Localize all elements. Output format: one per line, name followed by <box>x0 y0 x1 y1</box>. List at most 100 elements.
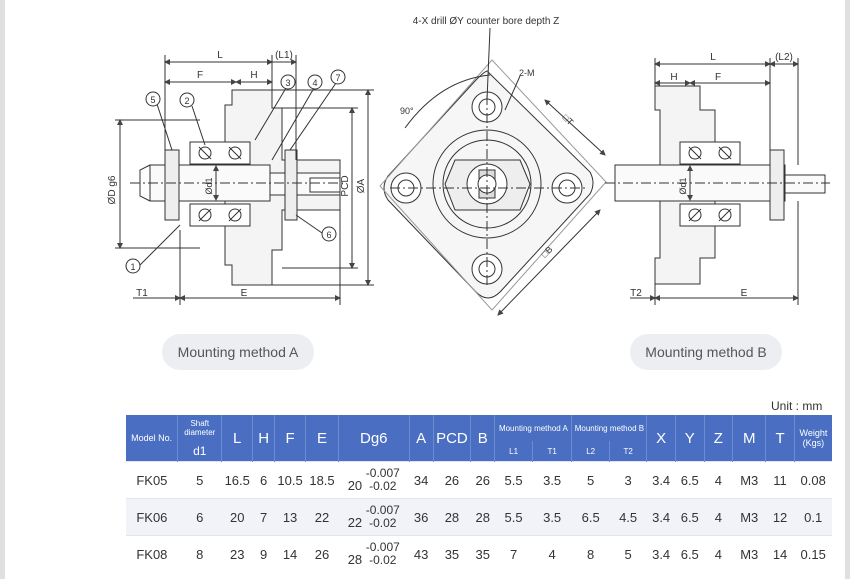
cell-B: 35 <box>470 535 495 572</box>
cell-PCD: 35 <box>433 535 471 572</box>
cell-L1: 7 <box>494 535 533 572</box>
cell-weight: 0.08 <box>794 461 832 499</box>
technical-drawing: L (L1) F H E T1 ØD g6 Ød1 PCD ØA 5 2 3 4… <box>107 16 830 316</box>
left-view-labels: L (L1) F H E T1 ØD g6 Ød1 PCD ØA 5 2 3 4… <box>107 50 367 299</box>
angle-90: 90° <box>400 106 414 116</box>
cell-tolerance: -0.007 -0.02 <box>366 467 400 493</box>
cell-T: 11 <box>765 461 795 499</box>
cell-F: 14 <box>274 535 306 572</box>
cell-X: 3.4 <box>646 535 676 572</box>
cell-M: M3 <box>732 498 766 536</box>
dim-d1-right: Ød1 <box>678 177 688 194</box>
header-L2: L2 <box>571 441 610 462</box>
label-2-M: 2-M <box>519 68 535 78</box>
spec-table: Model No. Shaft diameter L H F E Dg6 A P… <box>126 415 832 572</box>
cell-PCD: 26 <box>433 461 471 499</box>
balloon-4: 4 <box>312 78 317 88</box>
cell-E: 18.5 <box>305 461 339 499</box>
cell-Y: 6.5 <box>675 498 705 536</box>
dim-PCD-left: PCD <box>340 175 351 196</box>
cell-D: 20 <box>347 478 363 493</box>
header-T1: T1 <box>531 441 572 462</box>
cell-L: 23 <box>221 535 253 572</box>
right-view-labels: L (L2) H F E T2 Ød1 <box>630 52 793 299</box>
dim-F-right: F <box>715 72 721 83</box>
header-Z: Z <box>703 415 733 462</box>
cell-M: M3 <box>732 461 766 499</box>
cell-T: 12 <box>765 498 795 536</box>
cell-dg6: 20 -0.007 -0.02 <box>338 461 409 499</box>
cell-T2: 4.5 <box>609 498 647 536</box>
header-mount-a: Mounting method A <box>494 415 572 441</box>
cell-H: 9 <box>252 535 275 572</box>
cell-d1: 8 <box>177 535 222 572</box>
cell-model: FK06 <box>126 498 178 536</box>
cell-dg6: 22 -0.007 -0.02 <box>338 498 409 536</box>
cell-M: M3 <box>732 535 766 572</box>
cell-D: 28 <box>347 552 363 567</box>
header-mount-b: Mounting method B <box>571 415 647 441</box>
dim-T2-right: T2 <box>630 288 642 299</box>
header-L1: L1 <box>494 441 533 462</box>
cell-F: 13 <box>274 498 306 536</box>
cell-B: 26 <box>470 461 495 499</box>
cell-PCD: 28 <box>433 498 471 536</box>
header-T2: T2 <box>608 441 647 462</box>
header-dg6: Dg6 <box>338 415 409 462</box>
header-A: A <box>408 415 434 462</box>
cell-d1: 5 <box>177 461 222 499</box>
unit-label: Unit : mm <box>771 399 823 413</box>
cell-E: 26 <box>305 535 339 572</box>
dim-d1-left: Ød1 <box>204 177 214 194</box>
cell-T: 14 <box>765 535 795 572</box>
tol-upper: -0.007 <box>365 466 400 480</box>
dim-E-right: E <box>741 288 748 299</box>
cell-d1: 6 <box>177 498 222 536</box>
header-X: X <box>646 415 676 462</box>
cell-Z: 4 <box>704 498 733 536</box>
header-d1: d1 <box>177 441 222 462</box>
dim-E-left: E <box>241 288 248 299</box>
frame-right <box>845 0 850 579</box>
cell-model: FK05 <box>126 461 178 499</box>
balloon-3: 3 <box>285 78 290 88</box>
header-L: L <box>221 415 253 462</box>
header-shaft: Shaft diameter <box>177 415 222 441</box>
balloon-1: 1 <box>130 262 135 272</box>
dim-A-left: ØA <box>356 178 367 193</box>
table-row-fk08: FK08 8 23 9 14 26 28 -0.007 -0.02 43 35 … <box>126 535 832 572</box>
cell-L2: 8 <box>571 535 610 572</box>
cell-tolerance: -0.007 -0.02 <box>366 504 400 530</box>
tol-upper: -0.007 <box>365 540 400 554</box>
cell-model: FK08 <box>126 535 178 572</box>
dim-D-left: ØD g6 <box>107 175 118 204</box>
header-H: H <box>252 415 275 462</box>
balloon-2: 2 <box>184 96 189 106</box>
cell-L1: 5.5 <box>494 461 533 499</box>
cell-L: 16.5 <box>221 461 253 499</box>
cell-H: 7 <box>252 498 275 536</box>
cell-T2: 3 <box>609 461 647 499</box>
cell-L2: 5 <box>571 461 610 499</box>
mounting-method-a-label: Mounting method A <box>162 334 314 370</box>
cell-Z: 4 <box>704 535 733 572</box>
dim-L1-left: (L1) <box>275 50 293 61</box>
left-view <box>115 55 374 305</box>
cell-tolerance: -0.007 -0.02 <box>366 541 400 567</box>
cell-Z: 4 <box>704 461 733 499</box>
header-weight: Weight (Kgs) <box>793 415 832 462</box>
cell-weight: 0.1 <box>794 498 832 536</box>
callout-counterbore: 4-X drill ØY counter bore depth Z <box>413 16 560 27</box>
cell-X: 3.4 <box>646 461 676 499</box>
cell-weight: 0.15 <box>794 535 832 572</box>
cell-Y: 6.5 <box>675 535 705 572</box>
dim-L2-right: (L2) <box>775 52 793 63</box>
cell-L1: 5.5 <box>494 498 533 536</box>
cell-B: 28 <box>470 498 495 536</box>
header-B: B <box>470 415 495 462</box>
cell-T2: 5 <box>609 535 647 572</box>
cell-F: 10.5 <box>274 461 306 499</box>
front-view <box>379 27 607 316</box>
frame-left <box>0 0 5 579</box>
header-E: E <box>304 415 339 462</box>
